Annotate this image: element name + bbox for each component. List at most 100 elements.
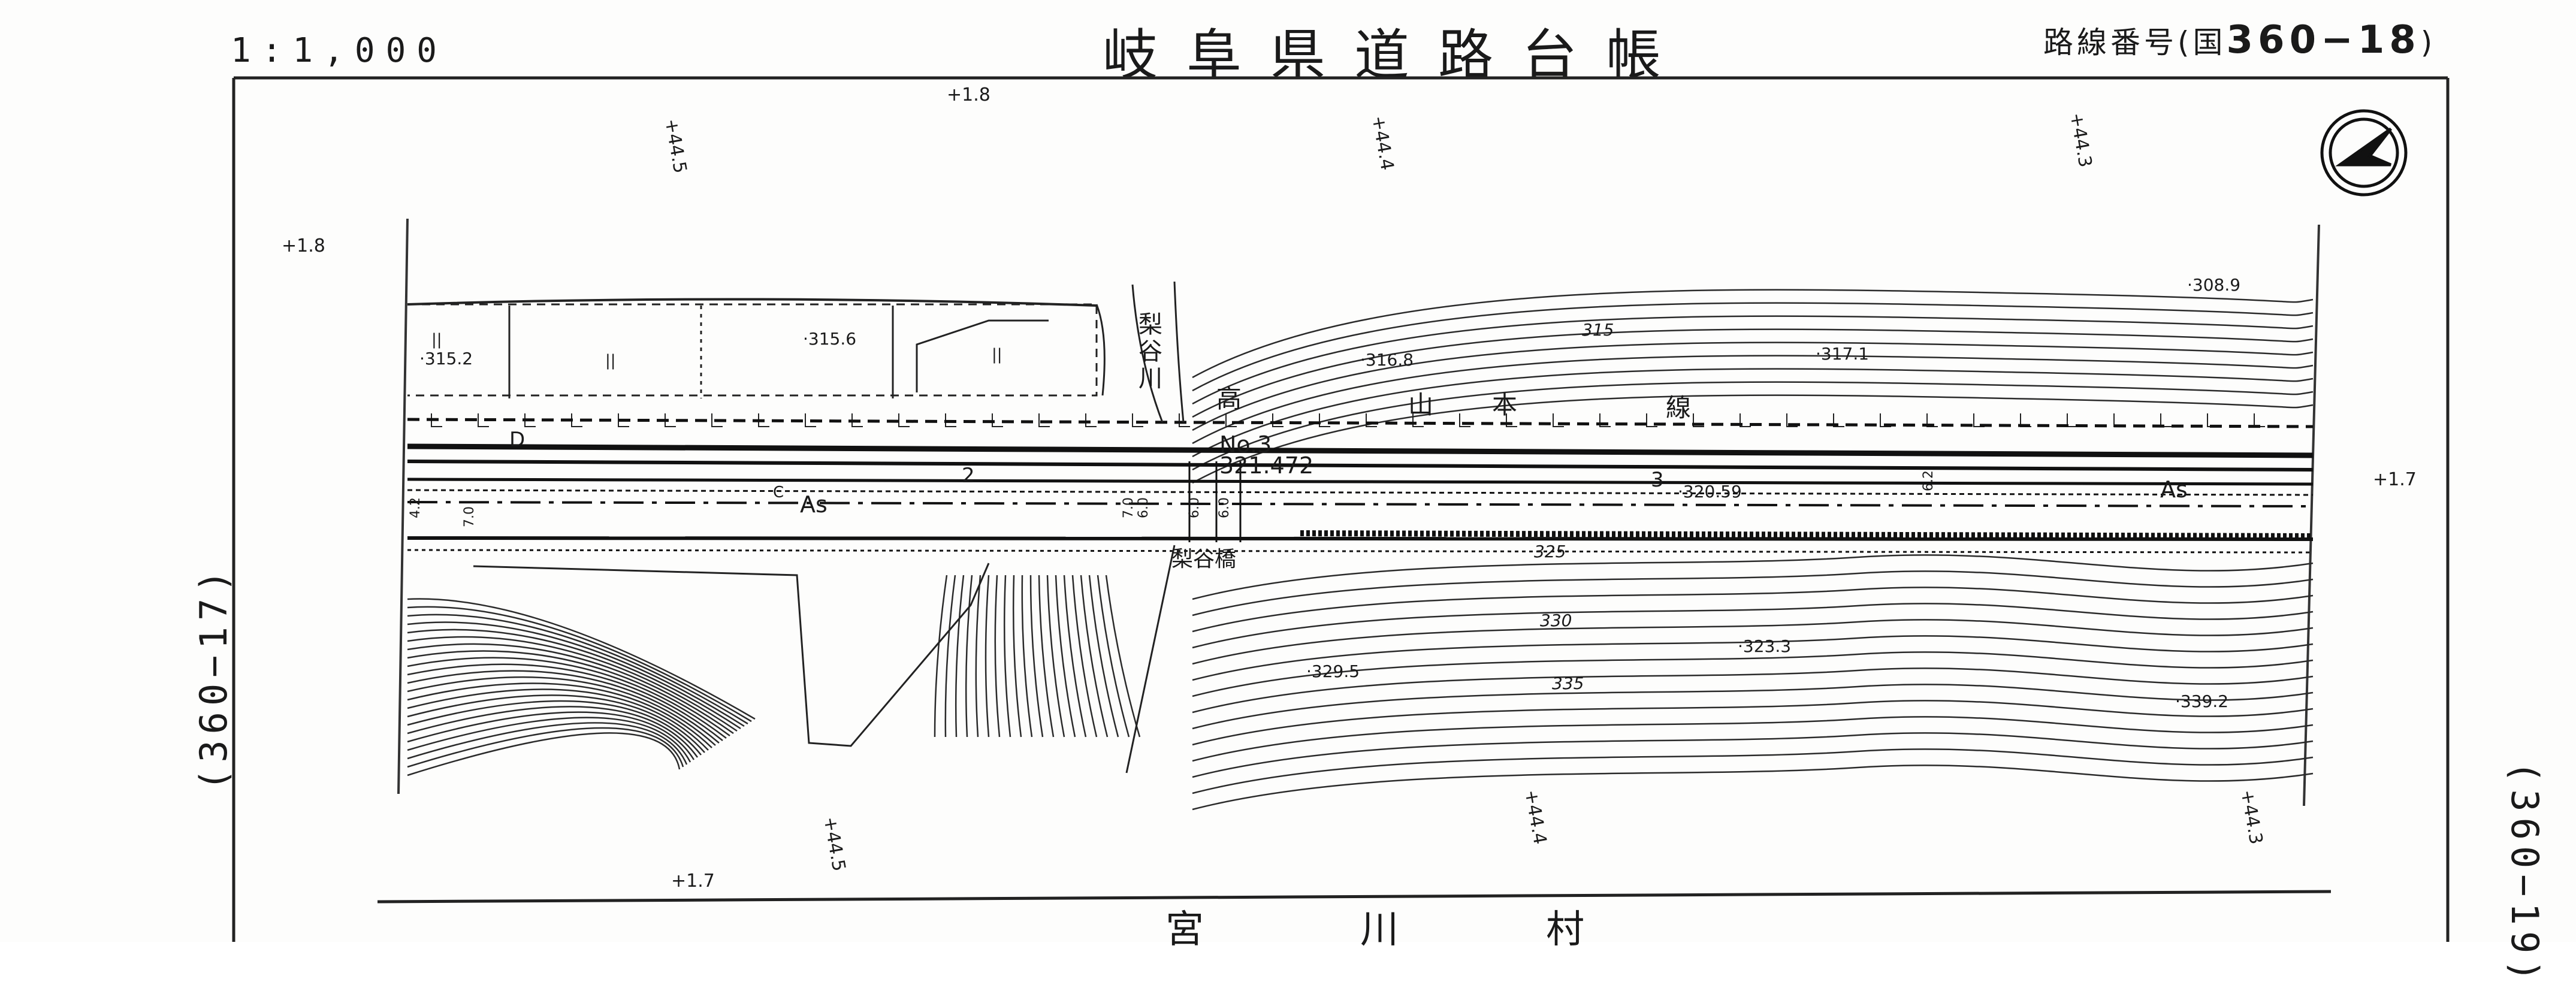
road-width-label: 4.2	[408, 497, 423, 518]
hatch-line-left	[407, 688, 709, 751]
top-kp-label: +44.3	[2065, 111, 2095, 169]
embankment-tick	[945, 413, 956, 427]
elevation-point-label: ·308.9	[2187, 275, 2240, 295]
route-suffix: )	[2420, 25, 2436, 60]
contour-line-upper	[1192, 315, 2314, 405]
elevation-labels: ·315.2·315.6·316.8·317.1·308.9·320.59·32…	[419, 275, 2240, 711]
hatch-line-left	[407, 598, 756, 720]
contour-value-labels: 315 325 330 335	[1534, 320, 1614, 693]
ditch-mark: D	[509, 428, 525, 452]
hatch-line-left	[407, 676, 716, 746]
hatch-line-valley	[944, 575, 956, 738]
north-arrow-icon	[2320, 109, 2408, 197]
contour-line-lower	[1192, 619, 2314, 665]
river-char-2: 谷	[1138, 338, 1162, 365]
top-kp-label: +44.5	[660, 117, 690, 175]
lane-mark-2: 2	[962, 464, 975, 488]
hatch-line-left	[407, 650, 730, 737]
hatch-line-valley	[1097, 575, 1130, 738]
railway-char-3: 本	[1492, 390, 1517, 419]
farm-mark-2: ||	[605, 352, 616, 370]
hatch-line-valley	[1003, 575, 1011, 738]
elevation-point-label: ·323.3	[1738, 636, 1791, 656]
embankment-tick	[1553, 413, 1564, 427]
bottom-kp-label: +44.3	[2236, 788, 2266, 846]
curb-mark: C	[773, 484, 784, 501]
contour-line-lower	[1192, 765, 2314, 811]
elevation-point-label: ·316.8	[1360, 350, 1414, 370]
embankment-tick	[1412, 413, 1424, 427]
road-width-label: 6.0	[1136, 497, 1151, 518]
contour-value-label: 335	[1552, 673, 1584, 693]
pavement-asphalt-left: As	[800, 491, 828, 518]
hatch-line-left	[407, 694, 705, 753]
embankment-tick	[1038, 413, 1050, 427]
hatch-line-valley	[1038, 575, 1055, 738]
hatch-line-valley	[1055, 575, 1076, 738]
bottom-kp-label: +1.7	[671, 871, 715, 892]
contour-value-label: 330	[1540, 611, 1572, 630]
embankment-tick	[992, 413, 1003, 427]
contour-line-lower	[1192, 587, 2314, 633]
hatch-line-valley	[965, 575, 973, 738]
contour-line-lower	[1192, 684, 2314, 730]
left-kp-label: +1.8	[282, 235, 325, 256]
embankment-tick	[478, 413, 489, 427]
hatch-line-left	[407, 717, 691, 763]
hatch-line-valley	[1105, 575, 1141, 738]
contour-line-lower	[1192, 716, 2314, 762]
hatch-line-valley	[994, 575, 1001, 738]
embankment-tick	[1646, 413, 1657, 427]
river-char-3: 川	[1138, 365, 1162, 392]
hatch-line-valley	[1088, 575, 1119, 738]
hatch-line-left	[407, 706, 699, 758]
river-valley	[473, 281, 1185, 774]
hatch-line-valley	[1071, 575, 1098, 738]
bottom-kp-label: +44.5	[819, 815, 849, 873]
contour-line-upper	[1192, 342, 2314, 431]
embankment-tick	[2207, 413, 2218, 427]
hatch-line-valley	[1012, 575, 1022, 738]
hatch-line-left	[407, 657, 727, 739]
embankment-tick	[1786, 413, 1798, 427]
embankment-tick	[1225, 413, 1237, 427]
hatch-line-valley	[975, 575, 982, 738]
contour-line-lower	[1192, 651, 2314, 697]
contour-line-upper	[1192, 368, 2314, 458]
embankment-tick	[2254, 413, 2265, 427]
embankment-tick	[1833, 413, 1844, 427]
hatch-line-left	[407, 663, 723, 741]
river-char-1: 梨	[1138, 311, 1162, 339]
embankment-tick	[1179, 413, 1190, 427]
embankment-tick	[1506, 413, 1517, 427]
railway-char-4: 線	[1666, 393, 1691, 422]
railway-char-2: 山	[1408, 390, 1433, 419]
embankment-tick	[1272, 413, 1284, 427]
hatch-line-left	[407, 727, 684, 768]
hatch-line-left	[407, 636, 738, 732]
embankment-tick	[1366, 413, 1377, 427]
station-elevation: 321.472	[1219, 452, 1313, 479]
contour-line-lower	[1192, 748, 2314, 794]
hatch-line-left	[407, 722, 688, 765]
route-number: 路線番号(国360−18)	[2043, 18, 2436, 62]
farm-mark-3: ||	[992, 346, 1002, 364]
hatch-line-left	[407, 606, 752, 723]
map-scale: 1:1,000	[231, 31, 448, 70]
kilometer-post-labels: +1.8+44.5+44.4+44.3+1.7+44.5+44.4+44.3+1…	[282, 84, 2417, 892]
hatch-line-left	[407, 614, 748, 725]
road-width-label: 7.0	[1121, 497, 1136, 518]
embankment-tick	[1459, 413, 1470, 427]
embankment-tick	[851, 413, 863, 427]
top-kp-label: +44.4	[1367, 114, 1397, 172]
hatch-line-left	[407, 732, 681, 776]
contour-line-lower	[1192, 635, 2314, 681]
contour-value-label: 315	[1582, 320, 1614, 340]
embankment-tick	[618, 413, 629, 427]
embankment-tick	[1132, 413, 1143, 427]
embankment-tick	[1085, 413, 1097, 427]
embankment-tick	[431, 413, 442, 427]
contour-value-label: 325	[1534, 542, 1566, 561]
embankment-tick	[1693, 413, 1704, 427]
